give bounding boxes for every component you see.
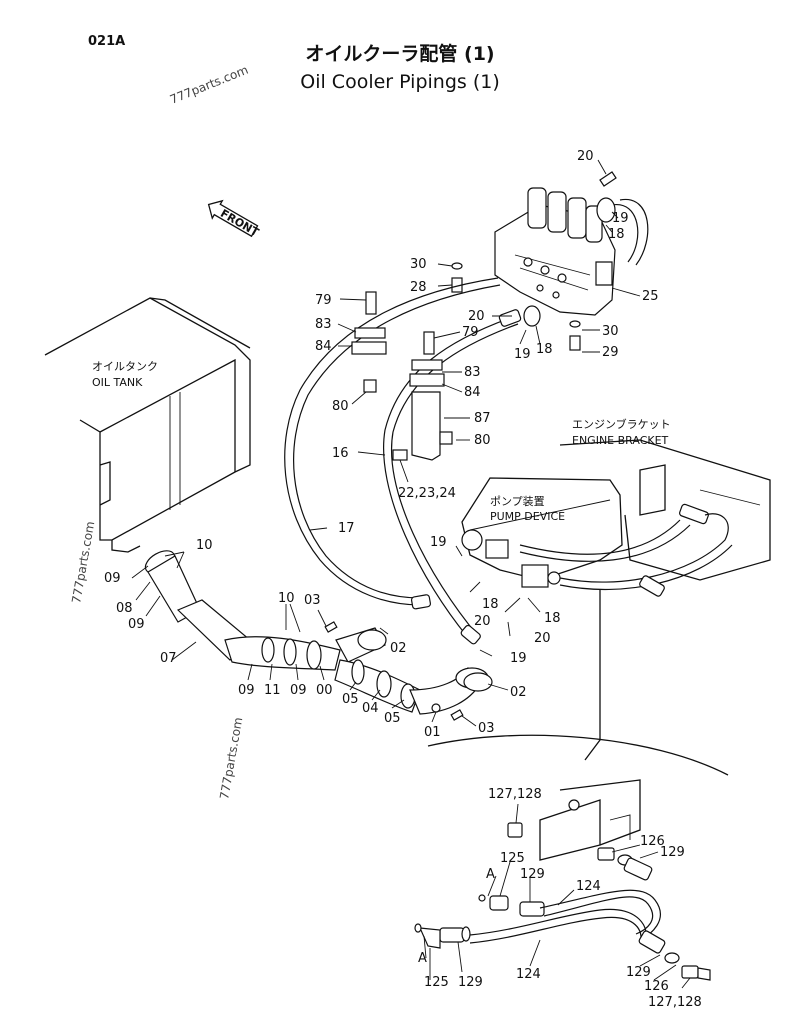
callout: A [418, 951, 427, 966]
callout: 129 [660, 845, 685, 860]
detail-view [414, 779, 711, 981]
callout: 19 [510, 651, 527, 666]
title-japanese: オイルクーラ配管 (1) [305, 42, 494, 65]
callout: 18 [536, 342, 553, 357]
detail-leader-lines [423, 803, 691, 989]
callout: 79 [462, 325, 479, 340]
callout: 124 [576, 879, 601, 894]
callout: 19 [430, 535, 447, 550]
callout: 22,23,24 [398, 486, 456, 501]
callout: 18 [482, 597, 499, 612]
callout: 30 [410, 257, 427, 272]
watermark: 777parts.com [168, 63, 250, 107]
callout: 127,128 [488, 787, 542, 802]
callout: 80 [332, 399, 349, 414]
callout: 125 [500, 851, 525, 866]
callout: 18 [608, 227, 625, 242]
callout: 11 [264, 683, 281, 698]
callout: 09 [104, 571, 121, 586]
leader-lines [131, 159, 641, 727]
callout: 09 [290, 683, 307, 698]
clamp-upper [351, 291, 387, 393]
pump-device-label-jp: ポンプ装置 [490, 495, 545, 508]
callout: 125 [424, 975, 449, 990]
callout: 20 [534, 631, 551, 646]
callout: 02 [510, 685, 527, 700]
callout: 126 [640, 834, 665, 849]
control-valve [494, 187, 649, 316]
callout: 03 [304, 593, 321, 608]
callout: 16 [332, 446, 349, 461]
engine-bracket: エンジンブラケット ENGINE BRACKET [559, 417, 771, 581]
watermark: 777parts.com [69, 520, 97, 604]
cooler-pipe-assembly [144, 550, 493, 721]
callout: 01 [424, 725, 441, 740]
callout: 129 [520, 867, 545, 882]
callout: 17 [338, 521, 355, 536]
callout: 18 [544, 611, 561, 626]
washer-30-top [451, 262, 463, 270]
callout: 83 [315, 317, 332, 332]
callout: 28 [410, 280, 427, 295]
callout: 126 [644, 979, 669, 994]
hose-16 [383, 317, 511, 641]
title-english: Oil Cooler Pipings (1) [300, 71, 500, 93]
callout: 09 [128, 617, 145, 632]
clamp-lower [392, 331, 453, 461]
detail-arc [427, 734, 729, 776]
callout: 09 [238, 683, 255, 698]
callout: 03 [478, 721, 495, 736]
callout: 25 [642, 289, 659, 304]
callout: 04 [362, 701, 379, 716]
callout: 129 [458, 975, 483, 990]
bolt-20-top [599, 171, 617, 187]
washer-30-right [569, 320, 581, 328]
callout: 20 [468, 309, 485, 324]
callout: 10 [196, 538, 213, 553]
engine-bracket-label-en: ENGINE BRACKET [572, 434, 669, 447]
oil-tank-label-jp: オイルタンク [92, 360, 158, 373]
callout: 00 [316, 683, 333, 698]
engine-bracket-label-jp: エンジンブラケット [572, 417, 671, 431]
callout: 129 [626, 965, 651, 980]
front-arrow-icon: FRONT [207, 199, 261, 240]
callout: 79 [315, 293, 332, 308]
bolt-29 [569, 335, 581, 351]
callout: 124 [516, 967, 541, 982]
callout: 19 [514, 347, 531, 362]
callout: 07 [160, 651, 177, 666]
watermark: 777parts.com [217, 716, 245, 800]
oil-tank-label-en: OIL TANK [92, 376, 143, 389]
callout: 05 [384, 711, 401, 726]
callout: 02 [390, 641, 407, 656]
callout: 08 [116, 601, 133, 616]
callout: 29 [602, 345, 619, 360]
detail-pointer [584, 590, 601, 761]
pump-device-label-en: PUMP DEVICE [490, 510, 565, 523]
callout: 10 [278, 591, 295, 606]
hose-16-inner [391, 323, 519, 637]
hose-17-inner [293, 284, 501, 599]
pump-device: ポンプ装置 PUMP DEVICE [461, 477, 623, 588]
detail-callout-labels: 127,128 126 129 125 A 129 124 A 125 129 … [418, 787, 702, 1010]
callout: 127,128 [648, 995, 702, 1010]
page-code: 021A [88, 34, 125, 49]
callout: 84 [464, 385, 481, 400]
oil-tank: オイルタンク OIL TANK [44, 297, 251, 553]
front-label: FRONT [218, 207, 261, 240]
callout: 19 [612, 211, 629, 226]
hose-17 [284, 277, 499, 606]
callout: 30 [602, 324, 619, 339]
callout: 20 [577, 149, 594, 164]
callout: 20 [474, 614, 491, 629]
callout: 83 [464, 365, 481, 380]
callout: 05 [342, 692, 359, 707]
callout-labels: 20 19 18 30 28 25 79 83 84 20 79 30 19 1… [104, 149, 659, 740]
callout: 80 [474, 433, 491, 448]
callout: 84 [315, 339, 332, 354]
callout: 87 [474, 411, 491, 426]
callout: A [486, 867, 495, 882]
